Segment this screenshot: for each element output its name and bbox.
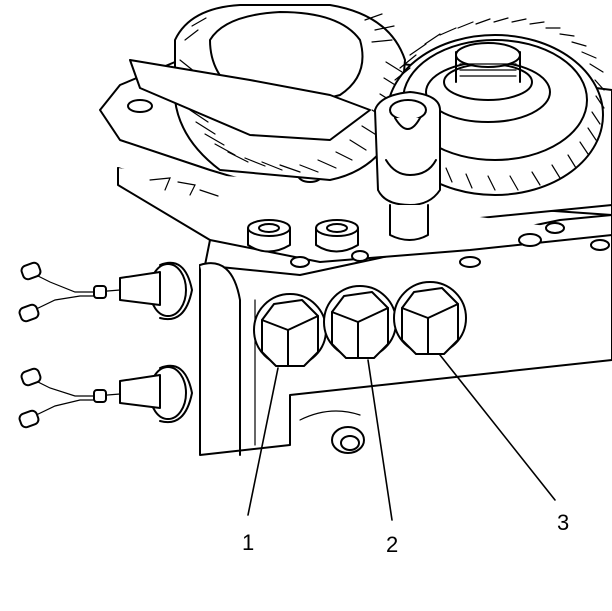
sensor-upper	[18, 261, 193, 323]
special-tool	[374, 91, 441, 241]
callout-label-3: 3	[557, 510, 569, 535]
hex-plug-3	[393, 281, 467, 355]
bushings	[247, 219, 359, 253]
hex-plug-2	[323, 285, 397, 359]
sensor-lower	[18, 364, 193, 429]
callout-label-1: 1	[242, 530, 254, 555]
hex-plug-1	[253, 293, 327, 367]
large-helical-gear	[129, 4, 406, 181]
leader-lines	[247, 354, 556, 521]
callout-label-2: 2	[386, 532, 398, 557]
